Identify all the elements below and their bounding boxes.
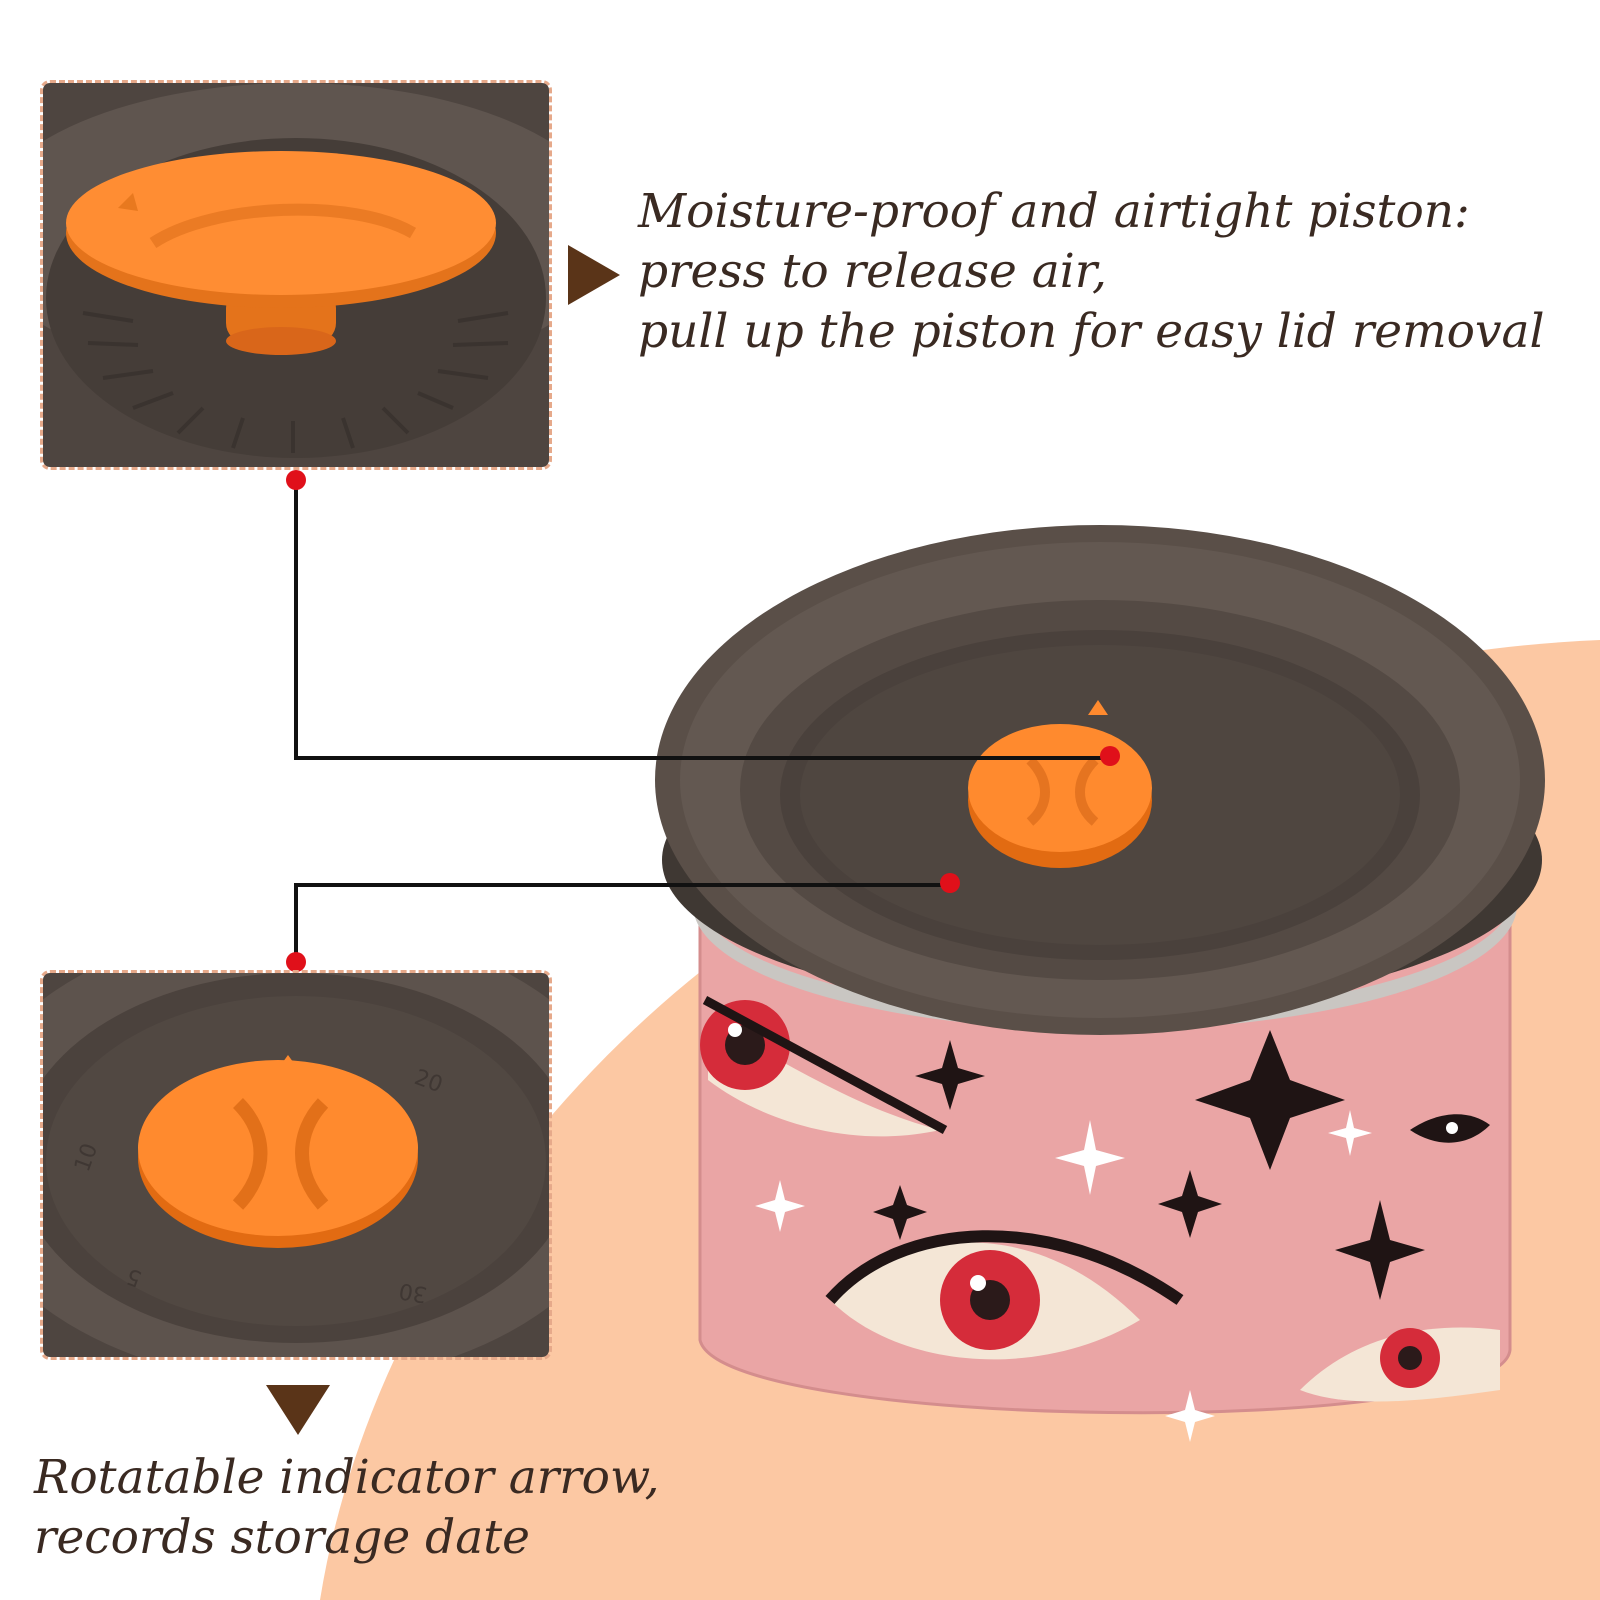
piston-closeup-frame — [40, 80, 552, 470]
piston-feature-caption: Moisture-proof and airtight piston: pres… — [638, 182, 1545, 362]
triangle-down-icon — [266, 1385, 330, 1435]
leader-dot — [940, 873, 960, 893]
canister-lid — [655, 525, 1545, 1035]
leader-line-bottom — [294, 883, 950, 962]
leader-dot — [286, 952, 306, 972]
star-decoration — [1158, 1170, 1222, 1238]
piston-closeup-image — [43, 83, 549, 467]
caption-line: records storage date — [34, 1510, 530, 1565]
lid-scale-label: 30 — [397, 1277, 429, 1306]
star-decoration — [1195, 1030, 1345, 1170]
indicator-closeup-frame: 20 10 5 30 — [40, 970, 552, 1360]
star-decoration — [1335, 1200, 1425, 1300]
sparkle-decoration — [755, 1180, 805, 1232]
caption-line: press to release air, — [638, 244, 1107, 299]
eye-pattern — [1410, 1114, 1490, 1143]
eye-pattern — [1300, 1327, 1500, 1402]
leader-line-top — [294, 480, 1110, 760]
sparkle-decoration — [1165, 1390, 1215, 1442]
leader-dot — [286, 470, 306, 490]
triangle-right-icon — [568, 245, 620, 305]
leader-dot — [1100, 746, 1120, 766]
caption-line: Rotatable indicator arrow, — [34, 1450, 660, 1505]
eye-pattern — [825, 1230, 1184, 1360]
caption-line: Moisture-proof and airtight piston: — [638, 184, 1470, 239]
star-decoration — [873, 1185, 927, 1240]
sparkle-decoration — [1055, 1120, 1125, 1195]
sparkle-decoration — [1328, 1110, 1372, 1156]
caption-line: pull up the piston for easy lid removal — [638, 304, 1545, 359]
star-decoration — [915, 1040, 985, 1110]
indicator-closeup-image: 20 10 5 30 — [43, 973, 549, 1357]
indicator-feature-caption: Rotatable indicator arrow, records stora… — [34, 1448, 660, 1568]
eye-pattern — [700, 996, 948, 1137]
